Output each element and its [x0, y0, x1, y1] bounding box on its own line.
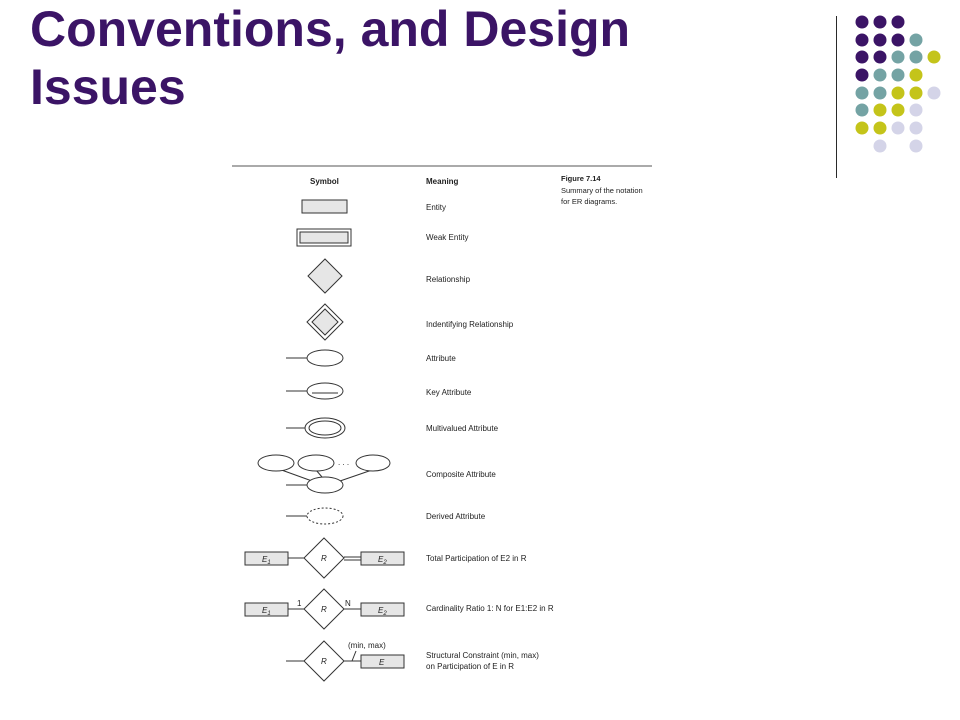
decor-dot [873, 33, 887, 47]
key-attribute-symbol [286, 382, 344, 400]
decorative-divider [836, 16, 837, 178]
meaning-key-attribute: Key Attribute [426, 388, 472, 397]
decor-dot [873, 68, 887, 82]
label-e: E [379, 658, 385, 667]
label-e2: E2 [378, 555, 387, 566]
decor-dot [927, 50, 941, 64]
decor-dot [891, 86, 905, 100]
structural-constraint-symbol: (min, max) R E [286, 640, 405, 682]
attribute-symbol [286, 349, 344, 367]
decor-dot [891, 15, 905, 29]
decor-dot [891, 103, 905, 117]
meaning-structural-constraint-line-2: on Participation of E in R [426, 662, 514, 671]
decor-dot [855, 15, 869, 29]
decor-dot [909, 50, 923, 64]
column-header-symbol: Symbol [310, 177, 339, 186]
decor-dot [909, 86, 923, 100]
decor-dot [855, 33, 869, 47]
decor-dot [891, 68, 905, 82]
meaning-structural-constraint: Structural Constraint (min, max) [426, 651, 539, 660]
slide-title: Conventions, and Design Issues [30, 0, 770, 116]
figure-caption-line-2: for ER diagrams. [561, 197, 617, 206]
label-r: R [321, 657, 327, 666]
decor-dot [891, 121, 905, 135]
meaning-weak-entity: Weak Entity [426, 233, 469, 242]
decorative-dot-grid [855, 15, 941, 153]
decor-dot [855, 68, 869, 82]
total-participation-symbol: E1 R E2 [244, 537, 405, 579]
label-r: R [321, 554, 327, 563]
weak-entity-symbol [296, 228, 352, 247]
label-card-n: N [345, 599, 351, 608]
label-card-one: 1 [297, 599, 302, 608]
decor-dot [855, 121, 869, 135]
decor-dot [873, 50, 887, 64]
composite-attribute-symbol: . . . [257, 454, 391, 494]
slide-title-line-1: Conventions, and Design [30, 1, 631, 57]
figure-caption-line-1: Summary of the notation [561, 186, 643, 195]
decor-dot [909, 68, 923, 82]
decor-dot [855, 50, 869, 64]
meaning-entity: Entity [426, 203, 446, 212]
label-e1: E1 [262, 555, 271, 566]
meaning-multivalued-attribute: Multivalued Attribute [426, 424, 499, 433]
relationship-symbol [307, 258, 343, 294]
composite-ellipsis: . . . [338, 458, 349, 467]
multivalued-attribute-symbol [286, 417, 346, 439]
decor-dot [873, 15, 887, 29]
decor-dot [909, 33, 923, 47]
decor-dot [873, 86, 887, 100]
decor-dot [909, 103, 923, 117]
meaning-identifying-relationship: Indentifying Relationship [426, 320, 514, 329]
decor-dot [927, 86, 941, 100]
decor-dot [855, 86, 869, 100]
decor-dot [873, 103, 887, 117]
meaning-derived-attribute: Derived Attribute [426, 512, 486, 521]
column-header-meaning: Meaning [426, 177, 459, 186]
meaning-total-participation: Total Participation of E2 in R [426, 554, 527, 563]
decor-dot [873, 121, 887, 135]
label-e1: E1 [262, 606, 271, 617]
decor-dot [855, 103, 869, 117]
figure-caption-title: Figure 7.14 [561, 174, 601, 183]
entity-symbol [301, 199, 348, 214]
decor-dot [909, 121, 923, 135]
decor-dot [891, 50, 905, 64]
label-min-max: (min, max) [348, 641, 386, 650]
label-e2: E2 [378, 606, 387, 617]
derived-attribute-symbol [286, 507, 344, 525]
slide-title-line-2: Issues [30, 59, 186, 115]
cardinality-ratio-symbol: E1 1 R N E2 [244, 588, 405, 630]
meaning-relationship: Relationship [426, 275, 471, 284]
decor-dot [909, 139, 923, 153]
identifying-relationship-symbol [306, 303, 344, 341]
decor-dot [873, 139, 887, 153]
meaning-attribute: Attribute [426, 354, 456, 363]
decor-dot [891, 33, 905, 47]
meaning-composite-attribute: Composite Attribute [426, 470, 496, 479]
meaning-cardinality-ratio: Cardinality Ratio 1: N for E1:E2 in R [426, 604, 554, 613]
label-r: R [321, 605, 327, 614]
